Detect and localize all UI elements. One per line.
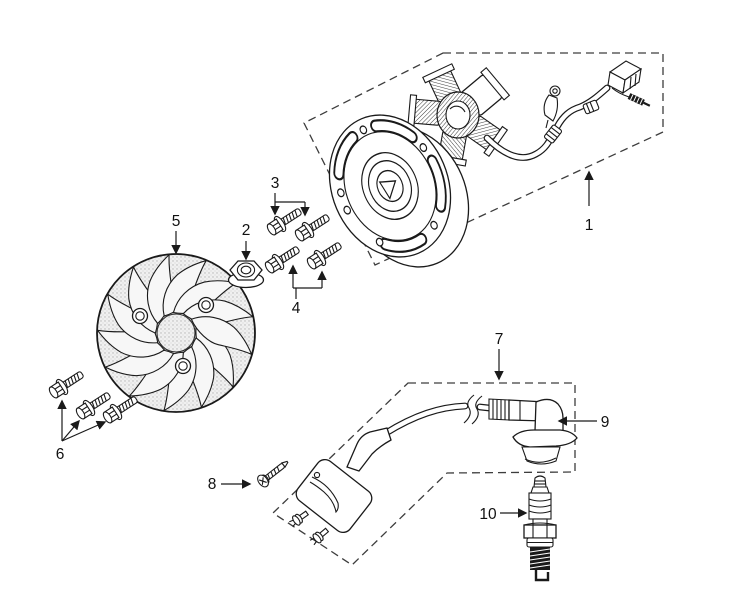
coil-terminal xyxy=(309,527,330,546)
coil-terminal xyxy=(289,510,310,528)
rotor-face-details xyxy=(333,119,447,253)
harness-wrap xyxy=(582,99,600,115)
ignition-coil xyxy=(289,394,493,546)
flange-nut xyxy=(227,260,265,289)
wiring-harness xyxy=(483,60,651,161)
callout-3: 3 xyxy=(271,175,280,192)
cooling-fan xyxy=(96,253,256,413)
fan-hub xyxy=(156,313,196,353)
callout-6: 6 xyxy=(56,446,65,463)
callout-10: 10 xyxy=(479,506,497,523)
callout-8: 8 xyxy=(208,476,217,493)
bolt-6a xyxy=(45,366,88,402)
stator xyxy=(407,63,511,167)
callout-4: 4 xyxy=(292,300,301,317)
callout-7: 7 xyxy=(495,331,504,348)
screw-8 xyxy=(254,456,293,490)
bolt-4b xyxy=(303,237,346,273)
flywheel-rotor xyxy=(328,114,470,268)
callout-5: 5 xyxy=(172,213,181,230)
cable-break-mark xyxy=(463,394,483,425)
harness-wrap xyxy=(543,124,563,144)
callout-2: 2 xyxy=(242,222,251,239)
dashed-box-ignition-coil-assembly xyxy=(271,382,576,566)
leader-6c xyxy=(61,420,107,442)
spark-plug xyxy=(523,475,557,582)
connector xyxy=(607,60,643,95)
terminal-pin xyxy=(627,93,651,107)
callout-1: 1 xyxy=(585,217,594,234)
leader-lines xyxy=(57,170,597,518)
fan-bolt-holes xyxy=(131,296,215,375)
leader-6b xyxy=(61,419,80,442)
harness-clip xyxy=(543,85,561,129)
callout-9: 9 xyxy=(601,414,610,431)
bolt-4a xyxy=(261,241,304,277)
coil-boot xyxy=(346,427,392,472)
spark-plug-cap xyxy=(488,398,578,465)
dashed-box-magneto-assembly xyxy=(303,52,664,266)
